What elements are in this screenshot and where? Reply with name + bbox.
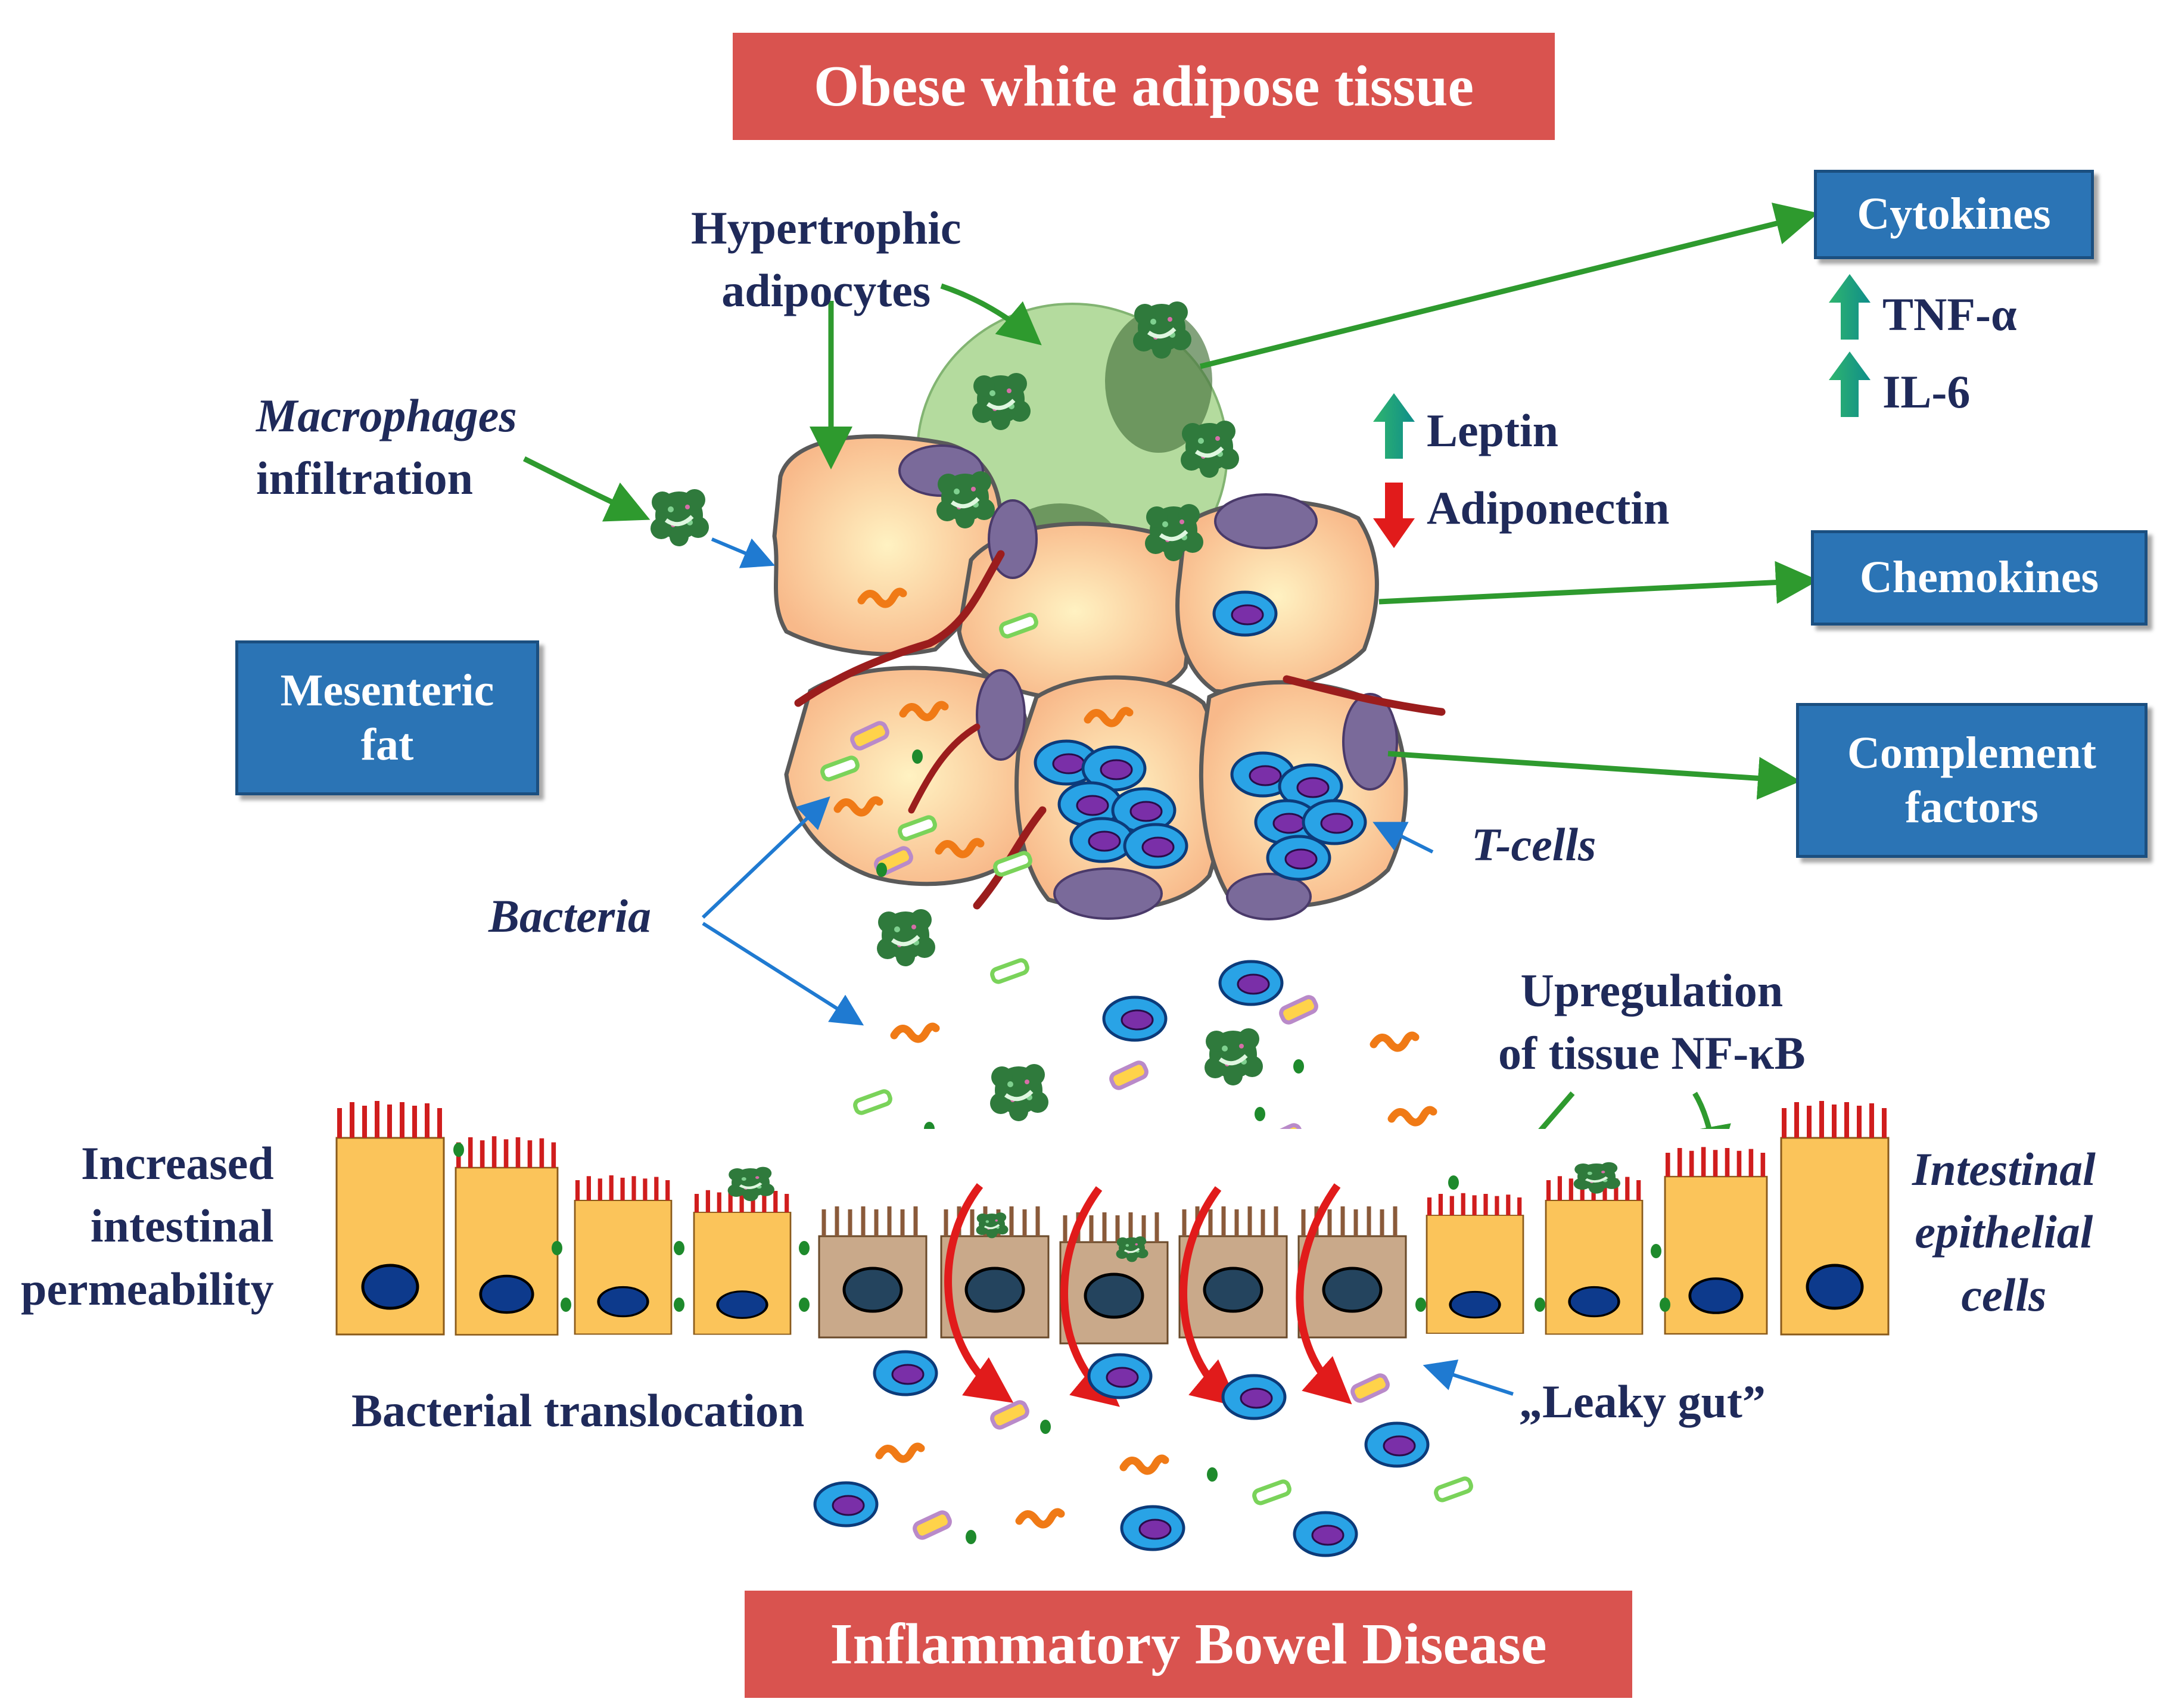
macrophages-infiltration-label: Macrophages infiltration (256, 390, 517, 505)
intestinal-epithelial-cells-label: Intestinal epithelial cells (1912, 1143, 2096, 1321)
leaky-gut-label: „Leaky gut” (1519, 1376, 1766, 1427)
hypertrophic-adipocytes-label: Hypertrophic adipocytes (691, 202, 961, 317)
mesenteric-fat-box: Mesenteric fat (235, 640, 539, 795)
il6-label: IL-6 (1882, 366, 1971, 418)
blue-arrows (701, 537, 1514, 1396)
adipose-cluster (772, 301, 1446, 920)
macrophage-icon (1133, 301, 1191, 359)
cytokines-box: Cytokines (1814, 170, 2094, 259)
upregulation-nfkb-label: Upregulation of tissue NF-κB (1498, 965, 1806, 1079)
top-title: Obese white adipose tissue (733, 33, 1555, 140)
tnf-alpha-label: TNF-α (1882, 288, 2017, 340)
bacterial-translocation-label: Bacterial translocation (351, 1385, 805, 1436)
t-cells-label: T-cells (1471, 819, 1596, 870)
up-arrow-icon (1373, 274, 1871, 459)
chemokines-label: Chemokines (1859, 552, 2099, 603)
leptin-label: Leptin (1427, 405, 1559, 456)
complement-label-line1: Complement (1847, 727, 2096, 778)
bottom-title: Inflammatory Bowel Disease (745, 1591, 1632, 1698)
mesenteric-label-line2: fat (360, 720, 414, 770)
chemokines-box: Chemokines (1811, 530, 2148, 626)
adiponectin-label: Adiponectin (1427, 482, 1670, 534)
lumen-cells (815, 1352, 1473, 1555)
cytokines-label: Cytokines (1857, 189, 2051, 239)
complement-factors-box: Complement factors (1796, 703, 2148, 858)
complement-label-line2: factors (1905, 782, 2038, 832)
mesenteric-label-line1: Mesenteric (280, 665, 494, 715)
increased-permeability-label: Increased intestinal permeability (21, 1137, 274, 1315)
bacteria-label: Bacteria (488, 890, 651, 942)
intestinal-epithelium (334, 1101, 1888, 1343)
macrophage-icon (651, 489, 709, 546)
down-arrow-icon (1373, 483, 1415, 548)
top-title-text: Obese white adipose tissue (813, 54, 1474, 119)
bottom-title-text: Inflammatory Bowel Disease (830, 1612, 1547, 1676)
